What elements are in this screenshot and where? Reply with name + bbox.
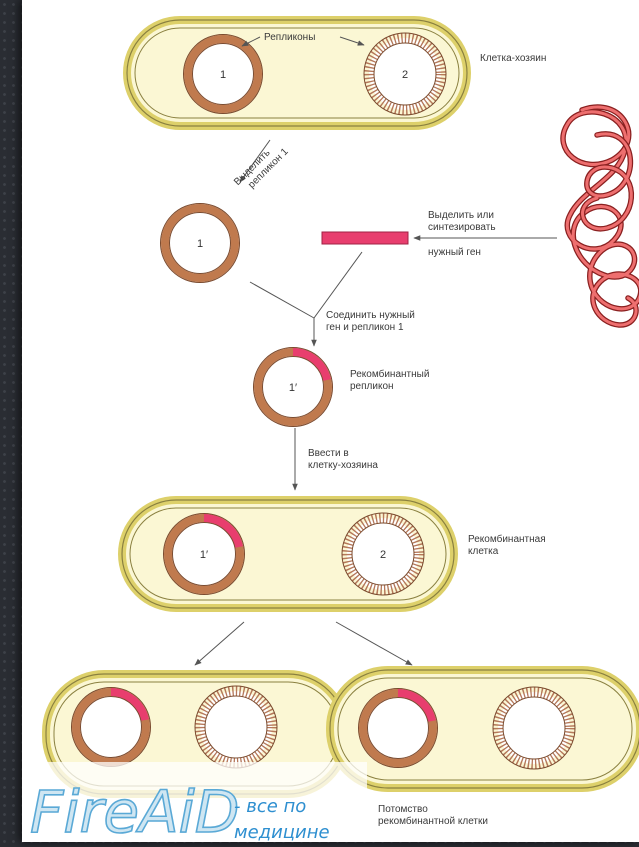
- host-cell-label: Клетка-хозяин: [480, 53, 546, 64]
- replicon-1-isolated-number: 1: [197, 238, 203, 250]
- progeny-right-replicon-2: [493, 687, 575, 769]
- progeny-label-2: рекомбинантной клетки: [378, 815, 488, 827]
- fireaid-logo: FireAiD: [30, 778, 239, 842]
- replicons-label: Репликоны: [264, 32, 315, 43]
- replicon-1-top: 1: [184, 35, 263, 114]
- progeny-label-1: Потомство: [378, 804, 428, 815]
- recombinant-replicon-label-1: Рекомбинантный: [350, 368, 429, 380]
- recombinant-cell-label-2: клетка: [468, 546, 499, 557]
- join-label-2: ген и репликон 1: [326, 322, 404, 333]
- progeny-left-replicon-2: [195, 686, 277, 768]
- join-label-1: Соединить нужный: [326, 310, 415, 321]
- watermark-tagline-2: медицине: [234, 822, 330, 842]
- recombinant-replicon-label-2: репликон: [350, 381, 394, 392]
- replicon-1-isolated: 1: [161, 204, 240, 283]
- progeny-right-replicon-1prime: [359, 689, 438, 768]
- slide: 1 2 Репликоны Клетка-хозяин Выделить реп…: [22, 0, 639, 842]
- target-gene-bar: [322, 232, 408, 244]
- recombinant-cell-1prime-number: 1′: [200, 549, 208, 561]
- isolate-gene-label-3: нужный ген: [428, 247, 481, 258]
- replicon-2-top: 2: [364, 33, 446, 115]
- recombinant-replicon-number: 1′: [289, 382, 297, 394]
- fireaid-watermark: FireAiD - все по медицине: [22, 762, 367, 842]
- recombinant-cell-2-number: 2: [380, 549, 386, 561]
- introduce-label-2: клетку-хозяина: [308, 460, 378, 471]
- watermark-tagline-1: - все по: [234, 796, 306, 817]
- isolate-gene-label-2: синтезировать: [428, 222, 496, 233]
- replicon-2-number: 2: [402, 69, 408, 81]
- recombinant-dna-diagram: 1 2 Репликоны Клетка-хозяин Выделить реп…: [22, 0, 639, 842]
- progeny-left-replicon-1prime: [72, 688, 151, 767]
- recombinant-replicon: 1′: [254, 348, 333, 427]
- introduce-label-1: Ввести в: [308, 448, 349, 459]
- replicon-1-number: 1: [220, 69, 226, 81]
- recombinant-cell-replicon-1prime: 1′: [164, 514, 245, 595]
- isolate-gene-label-1: Выделить или: [428, 210, 494, 221]
- recombinant-cell-label-1: Рекомбинантная: [468, 533, 546, 545]
- recombinant-cell-replicon-2: 2: [342, 513, 424, 595]
- dna-tangle-illustration: [563, 107, 639, 325]
